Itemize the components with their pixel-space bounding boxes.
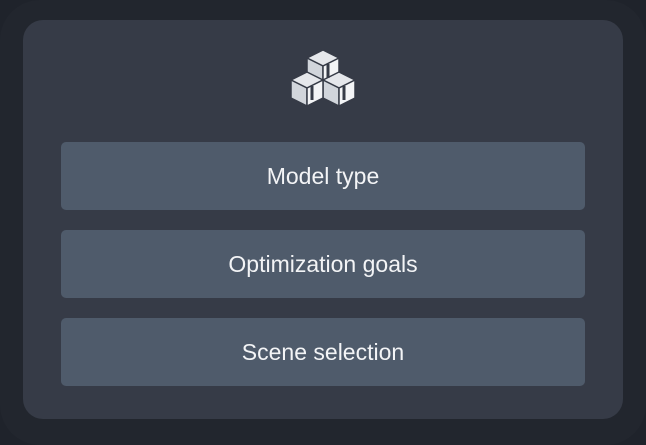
scene-selection-button[interactable]: Scene selection	[61, 318, 585, 386]
cubes-icon	[287, 48, 359, 114]
optimization-goals-button[interactable]: Optimization goals	[61, 230, 585, 298]
optimization-goals-label: Optimization goals	[228, 250, 418, 277]
model-type-button[interactable]: Model type	[61, 142, 585, 210]
scene-selection-label: Scene selection	[241, 338, 405, 365]
model-type-label: Model type	[266, 162, 380, 189]
